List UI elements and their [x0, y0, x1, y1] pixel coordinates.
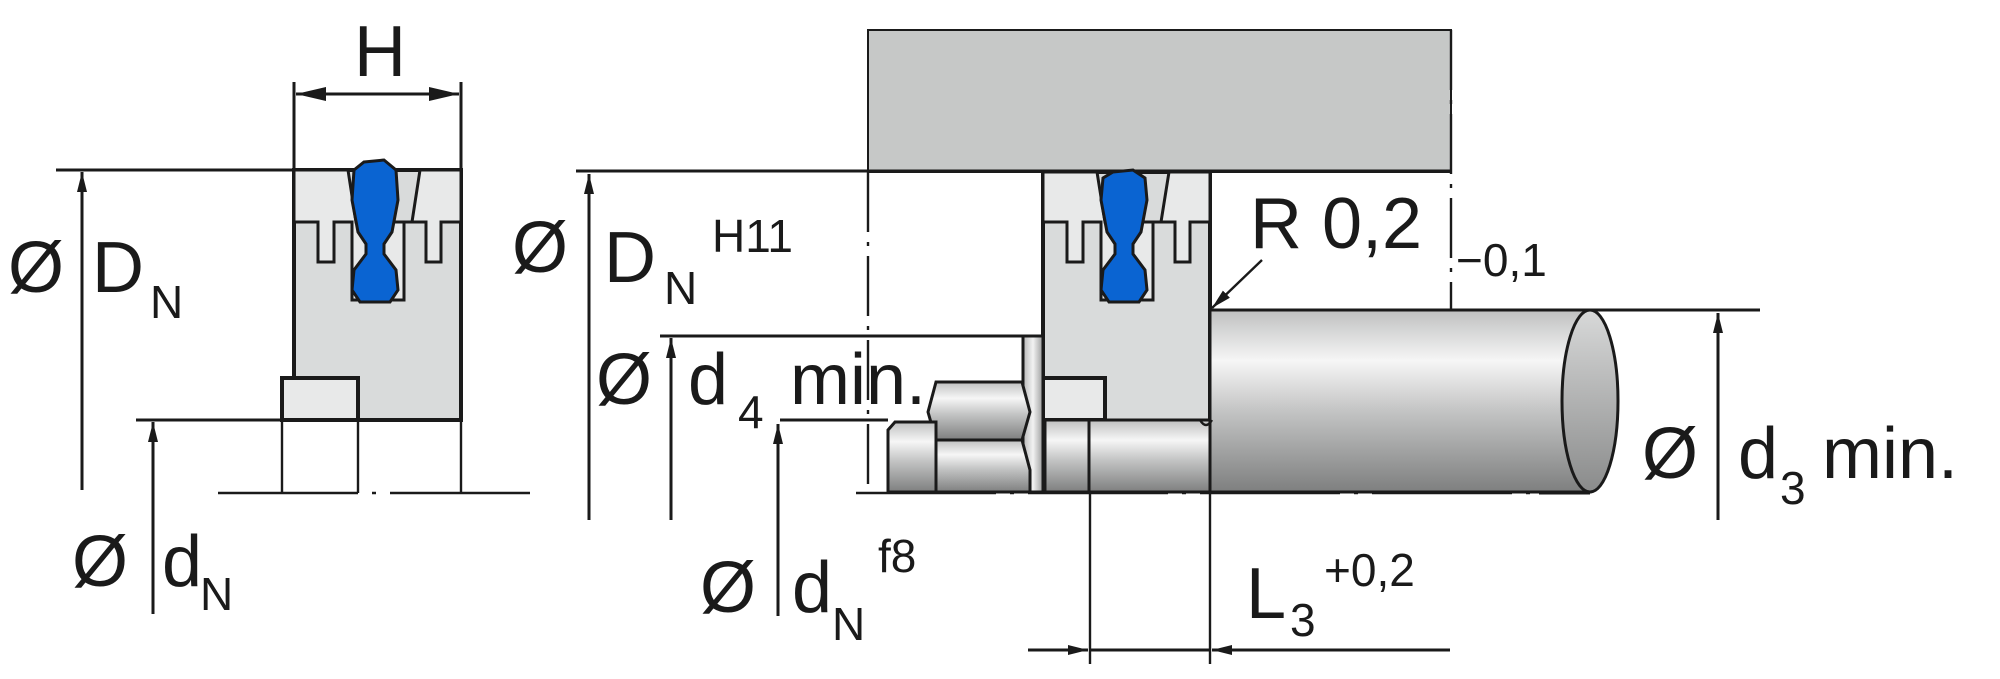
housing-d-subscript: N	[664, 262, 697, 314]
h-label: H	[354, 12, 406, 92]
d3-letter: d	[1738, 414, 1778, 494]
dn-letter: D	[92, 228, 144, 308]
d3-min-label: Ø d 3 min.	[1642, 414, 1958, 514]
diameter-symbol: Ø	[700, 548, 756, 628]
shaft-cylinder	[1208, 308, 1592, 494]
rod-d-tolerance: f8	[878, 530, 916, 582]
right-installation-view: Ø D N H11 Ø d 4 min. Ø d N f8 R 0,2 −0,1	[512, 29, 1958, 664]
rod-tip	[886, 420, 938, 494]
l3-letter: L	[1246, 554, 1286, 634]
l3-subscript: 3	[1290, 594, 1316, 646]
radius-leader	[1211, 259, 1263, 309]
diameter-symbol: Ø	[72, 522, 128, 602]
d4-min-label: Ø d 4 min.	[596, 340, 926, 438]
rod-d-letter: d	[792, 548, 832, 628]
shaft-end-face	[1560, 308, 1620, 494]
hex-nut-upper	[926, 380, 1032, 442]
dn-inner-letter: d	[162, 522, 202, 602]
seal-base-ring	[280, 376, 360, 422]
diameter-symbol: Ø	[1642, 414, 1698, 494]
rod-d-subscript: N	[832, 598, 865, 650]
diameter-symbol: Ø	[512, 208, 568, 288]
housing-diameter-label: Ø D N H11	[512, 208, 793, 314]
left-seal-view: H Ø D N Ø d N	[8, 12, 540, 620]
diameter-symbol: Ø	[596, 340, 652, 420]
l3-label: L 3 +0,2	[1246, 544, 1415, 646]
housing	[867, 29, 1452, 173]
radius-label: R 0,2	[1250, 184, 1422, 264]
d3-subscript: 3	[1780, 462, 1806, 514]
dn-subscript: N	[150, 276, 183, 328]
housing-d-tolerance: H11	[712, 210, 793, 262]
seal-lip-blue	[350, 158, 400, 304]
d4-letter: d	[688, 340, 728, 420]
installed-seal-lip-blue	[1099, 168, 1149, 304]
diameter-symbol: Ø	[8, 228, 64, 308]
dn-inner-label: Ø d N	[72, 522, 233, 620]
radius-tolerance: −0,1	[1456, 234, 1547, 286]
fillet-notch	[1198, 419, 1214, 427]
d3-suffix: min.	[1822, 414, 1958, 494]
d4-suffix: min.	[790, 340, 926, 420]
rod-section	[1087, 418, 1212, 494]
housing-d-letter: D	[604, 218, 656, 298]
dn-inner-subscript: N	[200, 568, 233, 620]
rod-diameter-label: Ø d N f8	[700, 530, 916, 650]
rod-section-left	[1043, 418, 1091, 494]
d4-subscript: 4	[738, 386, 764, 438]
dn-outer-label: Ø D N	[8, 228, 183, 328]
installed-seal-base-ring	[1041, 376, 1107, 422]
l3-tolerance: +0,2	[1324, 544, 1415, 596]
hex-nut-lower	[926, 438, 1032, 494]
